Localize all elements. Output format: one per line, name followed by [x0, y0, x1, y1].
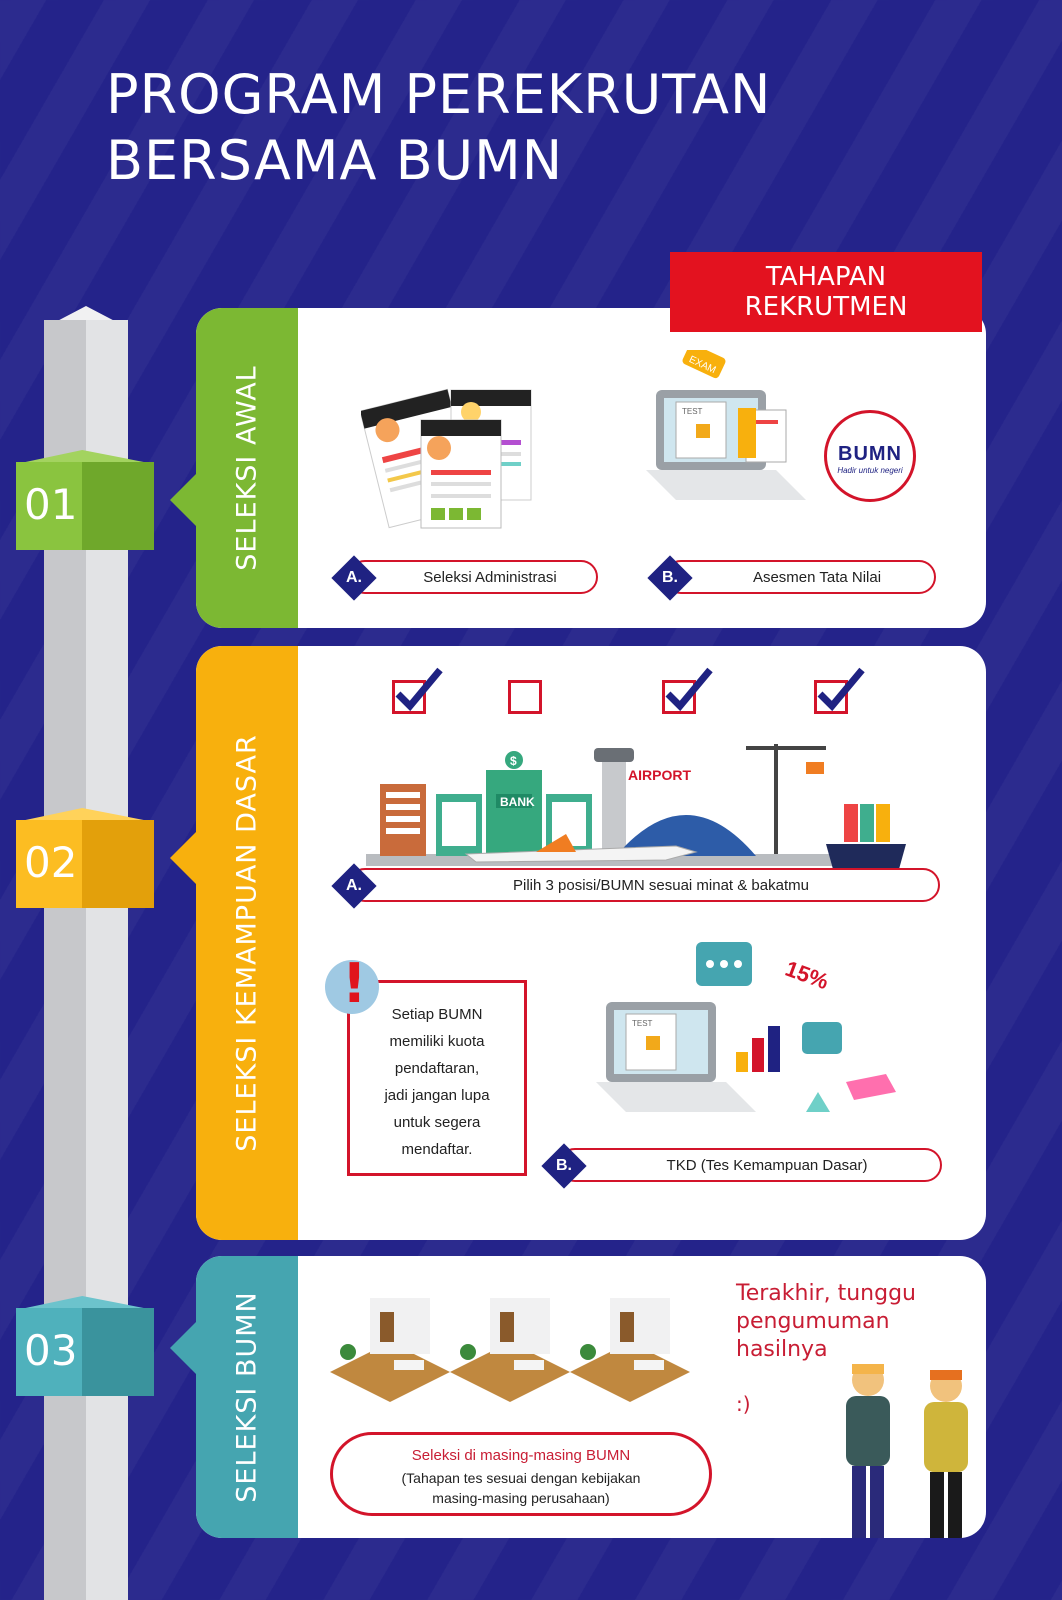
step-number-2: 02: [24, 838, 78, 887]
section-strip-1: SELEKSI AWAL: [196, 308, 298, 628]
section-strip-3: SELEKSI BUMN: [196, 1256, 298, 1538]
quota-note: Setiap BUMN memiliki kuota pendaftaran, …: [347, 980, 527, 1176]
interview-rooms-illustration: [330, 1298, 690, 1402]
laptop2-test-text: TEST: [632, 1019, 653, 1028]
step-diamond-2b: B.: [541, 1143, 587, 1189]
check-mark-icon: [817, 667, 865, 712]
bumn-logo-text: BUMN: [838, 443, 902, 465]
step-letter-1b: B.: [662, 569, 678, 586]
city-industries-illustration: BANK $ AIRPORT: [366, 744, 906, 880]
laptop-analytics-illustration: TEST 15%: [596, 942, 896, 1112]
step-letter-2a: A.: [346, 877, 362, 894]
dollar-label: $: [510, 754, 517, 768]
final-line-1: Terakhir, tunggu: [736, 1281, 916, 1306]
exclamation-icon: !: [342, 952, 367, 1015]
section-card-2: SELEKSI KEMAMPUAN DASAR BANK $ AIRPORT: [196, 646, 986, 1240]
step-pill-2a: Pilih 3 posisi/BUMN sesuai minat & bakat…: [348, 868, 940, 902]
final-line-3: hasilnya: [736, 1337, 828, 1362]
section-card-1: SELEKSI AWAL EXAM: [196, 308, 986, 628]
step-text-2a: Pilih 3 posisi/BUMN sesuai minat & bakat…: [513, 876, 809, 894]
final-message: Terakhir, tunggu pengumuman hasilnya: [736, 1280, 916, 1364]
people-waiting-illustration: [846, 1364, 968, 1538]
bumn-selection-title: Seleksi di masing-masing BUMN: [411, 1447, 631, 1464]
bumn-logo-tagline: Hadir untuk negeri: [837, 466, 903, 475]
section-label-2: SELEKSI KEMAMPUAN DASAR: [231, 734, 263, 1152]
section-label-3: SELEKSI BUMN: [231, 1291, 263, 1503]
step-text-2b: TKD (Tes Kemampuan Dasar): [666, 1156, 868, 1174]
step-diamond-1b: B.: [647, 555, 693, 601]
check-mark-icon: [665, 667, 713, 712]
note-line-6: mendaftar.: [401, 1141, 473, 1158]
title-line-1: PROGRAM PEREKRUTAN: [106, 63, 772, 126]
bumn-selection-pill: Seleksi di masing-masing BUMN (Tahapan t…: [330, 1432, 712, 1516]
stages-tag-line-1: TAHAPAN: [765, 262, 887, 292]
step-pill-1b: Asesmen Tata Nilai: [664, 560, 936, 594]
check-mark-icon: [395, 667, 443, 712]
warning-icon: [325, 960, 379, 1014]
note-line-5: untuk segera: [393, 1114, 481, 1131]
laptop-test-text: TEST: [682, 407, 703, 416]
step-pill-2b: TKD (Tes Kemampuan Dasar): [558, 1148, 942, 1182]
step-letter-1a: A.: [346, 569, 362, 586]
airport-label: AIRPORT: [628, 767, 691, 783]
section-pointer-2: [170, 830, 198, 886]
step-number-badge-1: 01: [16, 450, 154, 550]
resume-documents-illustration: [361, 388, 532, 529]
step-diamond-1a: A.: [331, 555, 377, 601]
stages-tag: TAHAPAN REKRUTMEN: [670, 252, 982, 332]
step-number-3: 03: [24, 1326, 78, 1375]
percent-label: 15%: [782, 956, 832, 995]
bank-label: BANK: [500, 795, 535, 809]
note-line-1: Setiap BUMN: [391, 1006, 483, 1023]
page-title: PROGRAM PEREKRUTAN BERSAMA BUMN: [106, 62, 771, 194]
checkbox-2: [508, 680, 542, 714]
step-number-badge-3: 03: [16, 1296, 154, 1396]
bumn-logo: BUMN Hadir untuk negeri: [824, 410, 916, 502]
bumn-selection-desc-2: masing-masing perusahaan): [432, 1490, 610, 1506]
section-pointer-1: [170, 472, 198, 528]
section-strip-2: SELEKSI KEMAMPUAN DASAR: [196, 646, 298, 1240]
final-line-2: pengumuman: [736, 1309, 890, 1334]
step-diamond-2a: A.: [331, 863, 377, 909]
section-label-1: SELEKSI AWAL: [231, 365, 263, 571]
step-number-badge-2: 02: [16, 808, 154, 908]
section-pointer-3: [170, 1320, 198, 1376]
note-line-2: memiliki kuota: [389, 1033, 485, 1050]
note-line-4: jadi jangan lupa: [384, 1087, 490, 1104]
bumn-selection-desc-1: (Tahapan tes sesuai dengan kebijakan: [401, 1470, 641, 1486]
step-number-1: 01: [24, 480, 78, 529]
step-text-1b: Asesmen Tata Nilai: [752, 568, 882, 586]
step-text-1a: Seleksi Administrasi: [423, 568, 557, 586]
title-line-2: BERSAMA BUMN: [106, 129, 564, 192]
stages-tag-line-2: REKRUTMEN: [744, 292, 908, 322]
smile-emoticon: :): [736, 1392, 751, 1416]
laptop-test-illustration: EXAM TEST: [646, 350, 806, 500]
note-line-3: pendaftaran,: [394, 1060, 480, 1077]
step-letter-2b: B.: [556, 1157, 572, 1174]
step-pill-1a: Seleksi Administrasi: [348, 560, 598, 594]
